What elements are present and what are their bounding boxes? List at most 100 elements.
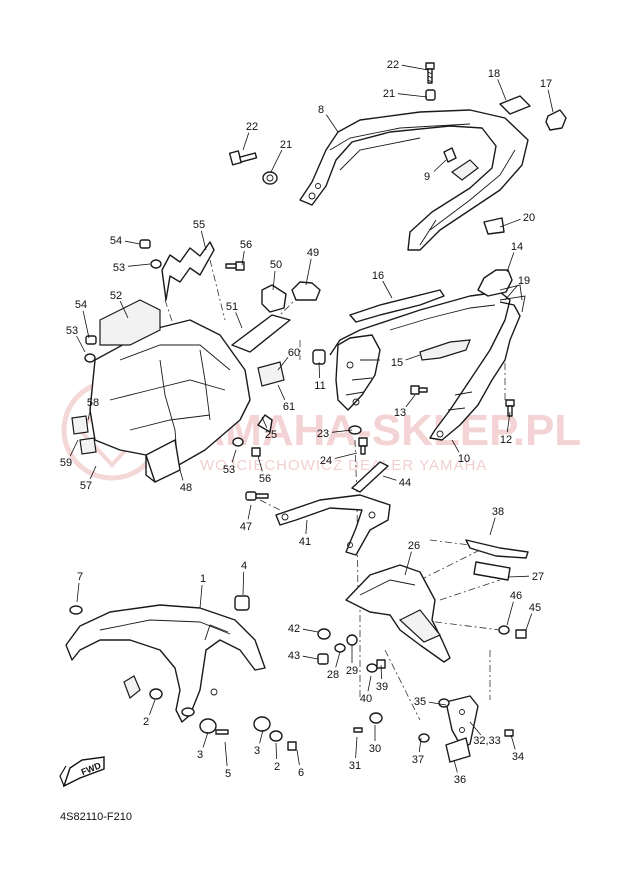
leader-line-c10	[451, 439, 460, 453]
callout-c41: 41	[299, 536, 311, 548]
assembly-lines	[164, 259, 506, 721]
fender-fasteners	[69, 595, 297, 751]
small-trim-pieces	[443, 95, 567, 235]
leader-line-c50	[272, 270, 276, 291]
front-fender	[65, 604, 266, 723]
leader-line-c47	[247, 504, 252, 520]
callout-c30: 30	[369, 743, 381, 755]
leader-line-c2b	[275, 742, 277, 760]
callout-c22b: 22	[246, 121, 258, 133]
callout-c61: 61	[283, 401, 295, 413]
callout-c23: 23	[317, 428, 329, 440]
callout-c24: 24	[320, 455, 332, 467]
tail-cowling	[329, 269, 526, 441]
callout-c1: 1	[200, 573, 206, 585]
callout-c28: 28	[327, 669, 339, 681]
leader-line-c15	[405, 354, 421, 361]
leader-line-c41	[305, 519, 308, 535]
leader-line-c26	[404, 551, 412, 576]
leader-line-c25	[261, 416, 268, 428]
watermark-tagline: WOJCIECHOWICZ DEALER YAMAHA	[200, 457, 487, 474]
callout-c27: 27	[532, 571, 544, 583]
leader-line-c23	[331, 429, 353, 433]
leader-line-c24	[334, 452, 358, 459]
callout-c37: 37	[412, 754, 424, 766]
callout-c56b: 56	[259, 473, 271, 485]
leader-line-c22a	[401, 64, 429, 71]
callout-c46: 46	[510, 590, 522, 602]
leader-line-c48	[179, 469, 184, 481]
callout-c4: 4	[241, 560, 247, 572]
callout-c11: 11	[314, 380, 325, 392]
leader-line-c21b	[270, 150, 283, 173]
callout-c50: 50	[270, 259, 282, 271]
leader-line-c61	[277, 384, 286, 400]
leader-line-c54b	[82, 310, 90, 339]
callout-c25: 25	[265, 429, 277, 441]
callout-c60: 60	[288, 347, 300, 359]
leader-line-c4	[242, 571, 245, 596]
plate-bracket	[345, 539, 529, 763]
callout-c55: 55	[193, 219, 205, 231]
leader-line-c56a	[241, 250, 245, 266]
fwd-arrow: FWD	[59, 756, 105, 788]
callout-c29: 29	[346, 665, 358, 677]
callout-c31: 31	[349, 760, 361, 772]
callout-c6: 6	[298, 767, 304, 779]
callout-c16: 16	[372, 270, 384, 282]
callout-c22a: 22	[387, 59, 399, 71]
inner-fender-box	[71, 241, 321, 483]
callout-c3b: 3	[254, 745, 260, 757]
leader-line-c31	[355, 736, 358, 759]
leader-line-c49	[305, 258, 312, 286]
tail-stay	[245, 461, 391, 556]
callout-c7: 7	[77, 571, 83, 583]
leader-line-c59	[69, 439, 79, 457]
callout-c21b: 21	[280, 139, 292, 151]
callout-c21a: 21	[383, 88, 395, 100]
leader-line-c1	[199, 584, 203, 609]
callout-c59: 59	[60, 457, 72, 469]
leader-line-c2a	[149, 699, 156, 715]
leader-line-c13	[405, 394, 416, 408]
bracket-fasteners	[317, 625, 527, 743]
callout-c15: 15	[391, 357, 403, 369]
callout-c45: 45	[529, 602, 541, 614]
callout-c5: 5	[225, 768, 231, 780]
callout-c52: 52	[110, 290, 122, 302]
leader-line-c53c	[231, 449, 237, 463]
callout-c9: 9	[424, 171, 430, 183]
callout-c36: 36	[454, 774, 466, 786]
leader-line-c3b	[259, 729, 264, 744]
leader-line-c20	[499, 218, 521, 228]
rail-bolt-left	[228, 150, 278, 185]
callout-c14: 14	[511, 241, 523, 253]
diagram-code: 4S82110-F210	[60, 811, 132, 823]
callout-c35: 35	[414, 696, 426, 708]
callout-c51: 51	[226, 301, 238, 313]
callout-c10: 10	[458, 453, 470, 465]
callout-c13: 13	[394, 407, 406, 419]
leader-line-c5	[224, 741, 228, 767]
leader-line-c11	[318, 361, 320, 379]
leader-line-c36	[453, 759, 458, 773]
leader-line-c16	[382, 280, 393, 299]
leader-line-c28	[335, 651, 341, 668]
callout-c53b: 53	[66, 325, 78, 337]
leader-line-c18	[497, 79, 507, 101]
leader-line-c22b	[242, 132, 250, 151]
leader-line-c40	[367, 675, 372, 692]
callout-c53c: 53	[223, 464, 235, 476]
callout-c18: 18	[488, 68, 500, 80]
leader-line-c35	[428, 701, 447, 706]
leader-line-c56b	[257, 455, 263, 472]
leader-line-c46	[506, 601, 514, 626]
leader-line-c3a	[202, 731, 209, 748]
callout-c44: 44	[399, 477, 411, 489]
callout-c56a: 56	[240, 239, 252, 251]
leader-line-c39	[380, 664, 382, 680]
callout-c17: 17	[540, 78, 552, 90]
